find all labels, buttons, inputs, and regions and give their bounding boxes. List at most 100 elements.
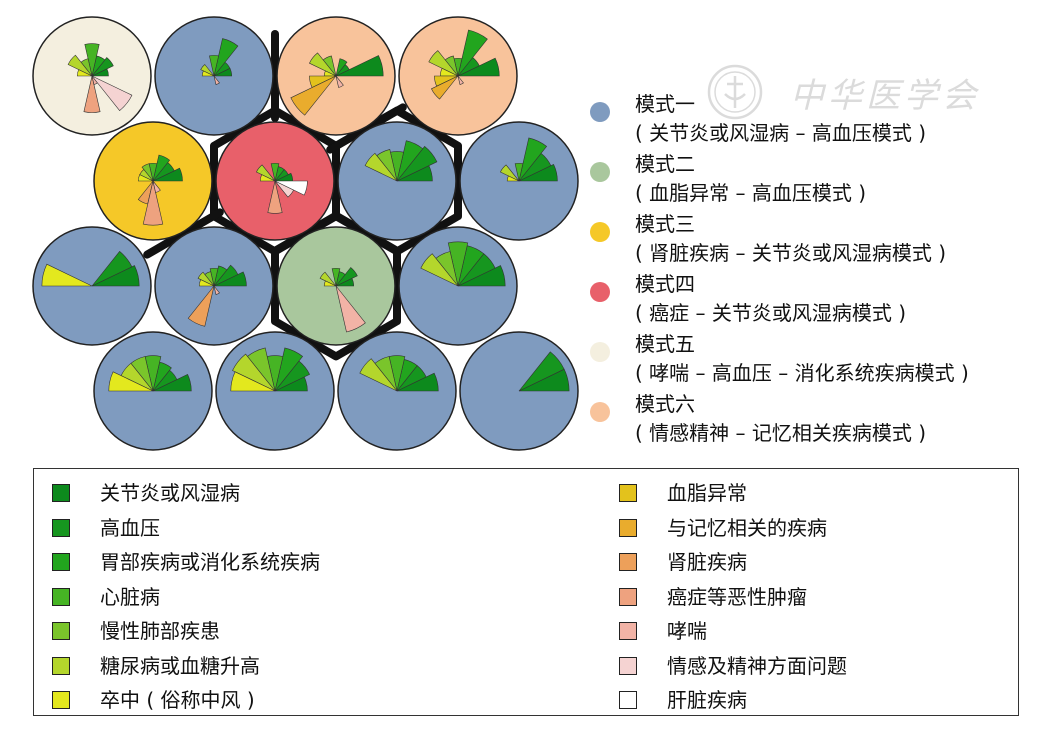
pattern-boundary-segment [143,208,224,259]
disease-label: 与记忆相关的疾病 [667,515,827,540]
disease-wedge [447,241,469,287]
disease-label: 卒中 ( 俗称中风 ) [100,688,255,712]
disease-wedge [518,163,558,182]
som-node [337,331,457,451]
disease-wedge [200,64,215,77]
som-node [459,331,579,451]
disease-swatch [52,553,70,571]
disease-wedge [335,285,366,333]
som-node [337,121,457,241]
disease-label: 血脂异常 [667,481,747,505]
pattern-name: 模式五 [635,332,695,356]
disease-swatch [52,656,70,675]
pattern-boundary-hexagon [271,211,401,361]
disease-wedge [232,353,276,392]
disease-wedge [270,162,280,182]
som-node [276,16,396,136]
pattern-boundary-lines [143,30,462,361]
som-node [154,16,274,136]
disease-wedge [430,75,459,100]
pattern-description: ( 哮喘 – 高血压 – 消化系统疾病模式 ) [635,361,969,385]
disease-label: 胃部疾病或消化系统疾病 [100,550,320,574]
disease-wedge [323,280,337,287]
pattern-name: 模式六 [635,392,695,416]
som-node [93,331,213,451]
pattern-item-5: 模式五 ( 哮喘 – 高血压 – 消化系统疾病模式 ) [585,330,1045,390]
disease-label: 高血压 [100,515,160,540]
som-node [32,226,152,346]
pattern-legend: 模式一 ( 关节炎或风湿病 – 高血压模式 ) 模式二 ( 血脂异常 – 高血压… [585,90,1045,450]
disease-wedge [152,373,192,392]
disease-label: 肝脏疾病 [667,688,747,712]
disease-wedge [213,75,220,85]
disease-wedge [213,271,247,287]
disease-wedge [335,55,384,77]
disease-wedge [335,75,344,88]
pattern-item-6: 模式六 ( 情感精神 – 记忆相关疾病模式 ) [585,390,1045,450]
pattern-item-1: 模式一 ( 关节炎或风湿病 – 高血压模式 ) [585,90,1045,150]
som-node [32,16,152,136]
disease-label: 情感及精神方面问题 [667,653,847,678]
disease-swatch [619,656,637,675]
disease-wedge [396,372,439,392]
disease-wedge [84,43,100,77]
disease-wedge [91,75,133,112]
disease-wedge [91,57,114,77]
disease-wedge [518,351,565,392]
disease-swatch [619,518,637,537]
disease-swatch [52,518,70,537]
disease-swatch [619,587,637,606]
disease-wedge [331,267,341,287]
pattern-description: ( 血脂异常 – 高血压模式 ) [635,181,867,205]
disease-label: 心脏病 [100,584,160,609]
som-node [215,331,335,451]
disease-wedge [213,265,228,287]
som-node [398,16,518,136]
disease-wedge [152,154,171,182]
pattern-item-2: 模式二 ( 血脂异常 – 高血压模式 ) [585,150,1045,210]
disease-wedge [518,137,548,182]
disease-label: 慢性肺部疾患 [100,619,220,643]
disease-swatch [52,587,70,606]
pattern-boundary-segment [326,103,407,154]
som-node [93,121,213,241]
disease-wedge [83,75,101,113]
disease-swatch [52,622,70,640]
disease-wedge [213,285,220,295]
disease-wedge [152,180,161,193]
pattern-name: 模式二 [635,152,695,176]
pattern-description: ( 癌症 – 关节炎或风湿病模式 ) [635,301,907,325]
disease-swatch [619,553,637,571]
disease-wedge [108,371,154,392]
disease-swatch [619,484,637,502]
disease-wedge [420,253,459,287]
disease-wedge [209,55,219,77]
disease-wedge [506,175,520,182]
disease-wedge [197,271,215,287]
disease-wedge [187,285,215,327]
disease-wedge [308,52,337,77]
disease-swatch [52,691,70,709]
pattern-description: ( 肾脏疾病 – 关节炎或风湿病模式 ) [635,241,947,265]
disease-label: 肾脏疾病 [667,550,747,574]
disease-wedge [457,57,500,77]
pattern-item-3: 模式三 ( 肾脏疾病 – 关节炎或风湿病模式 ) [585,210,1045,270]
disease-wedge [91,265,140,287]
disease-wedge [213,264,239,287]
disease-wedge [259,174,276,182]
disease-wedge [274,180,308,196]
disease-legend: 关节炎或风湿病 高血压 胃部疾病或消化系统疾病 心脏病 慢性肺部疾患 糖尿病或血… [33,468,1019,716]
disease-wedge [457,265,506,287]
disease-wedge [396,145,438,182]
pattern-color-dot [590,402,610,422]
pattern-name: 模式四 [635,272,695,296]
disease-wedge [457,29,488,77]
som-node-map [32,16,579,451]
disease-label: 哮喘 [667,619,707,643]
watermark: 中华医学会 [705,62,1005,122]
disease-wedge [91,250,133,287]
disease-wedge [364,152,398,182]
disease-wedge [142,180,164,226]
disease-wedge [267,180,283,214]
disease-wedge [255,164,276,182]
